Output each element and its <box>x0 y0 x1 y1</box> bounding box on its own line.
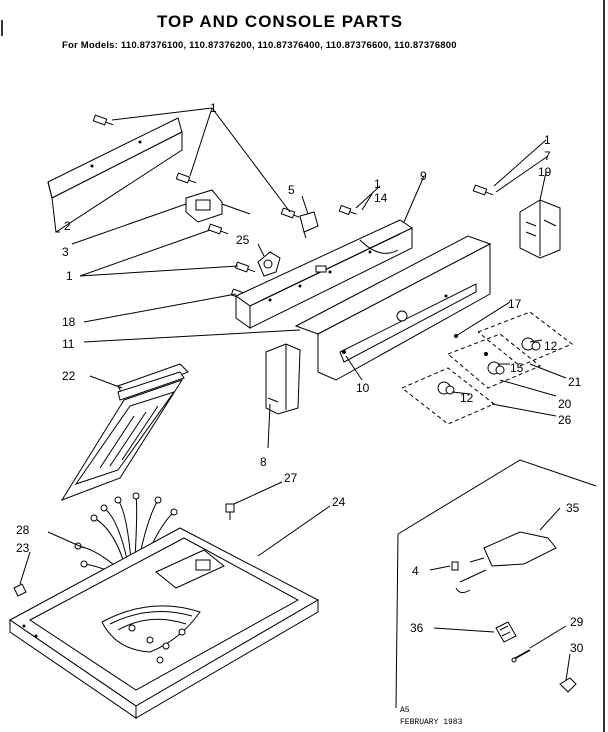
part-terminal-29 <box>511 649 531 663</box>
part-bracket-25 <box>257 251 281 277</box>
callout-labels: 1 1 1 1 2 3 4 5 7 8 9 10 11 12 12 14 15 … <box>16 101 584 655</box>
part-rear-bracket <box>47 117 183 233</box>
callout-28: 28 <box>16 523 30 537</box>
callout-24: 24 <box>332 495 346 509</box>
model-list: For Models: 110.87376100, 110.87376200, … <box>62 40 457 51</box>
callout-20: 20 <box>558 397 572 411</box>
callout-9: 9 <box>420 169 427 183</box>
part-wire-harness <box>74 492 178 579</box>
callout-1: 1 <box>210 101 217 115</box>
leader-lines <box>19 107 571 681</box>
callout-3: 3 <box>62 245 69 259</box>
callout-14: 14 <box>374 191 388 205</box>
callout-30: 30 <box>570 641 584 655</box>
callout-15: 15 <box>510 361 524 375</box>
callout-36: 36 <box>410 621 424 635</box>
callout-4: 4 <box>412 564 419 578</box>
callout-1: 1 <box>66 269 73 283</box>
callout-1: 1 <box>544 133 551 147</box>
callout-12: 12 <box>460 391 474 405</box>
part-switch-35 <box>455 531 557 594</box>
callout-19: 19 <box>538 165 552 179</box>
callout-7: 7 <box>544 149 551 163</box>
part-lint-filter <box>60 363 189 501</box>
inset-box <box>395 459 597 709</box>
part-timer-block <box>185 189 251 223</box>
callout-35: 35 <box>566 501 580 515</box>
callout-21: 21 <box>568 375 582 389</box>
part-screw-4 <box>451 561 459 571</box>
footer-code: A5 <box>400 706 410 715</box>
part-clip-30 <box>559 677 577 693</box>
callout-25: 25 <box>236 233 250 247</box>
part-top-cover <box>9 527 320 719</box>
page-title: TOP AND CONSOLE PARTS <box>156 12 404 31</box>
callout-2: 2 <box>64 219 71 233</box>
callout-12: 12 <box>544 339 558 353</box>
part-end-cap <box>265 343 301 415</box>
callout-1: 1 <box>374 177 381 191</box>
part-clip-23 <box>13 583 27 597</box>
callout-29: 29 <box>570 615 584 629</box>
part-screw-27 <box>225 503 235 520</box>
part-console-channel <box>235 219 414 329</box>
callout-11: 11 <box>62 337 75 351</box>
callout-27: 27 <box>284 471 298 485</box>
part-clip-5 <box>299 211 319 239</box>
callout-17: 17 <box>508 297 522 311</box>
part-console-panel <box>294 235 492 381</box>
footer-date: FEBRUARY 1983 <box>400 718 463 727</box>
part-right-bracket <box>519 199 561 259</box>
callout-8: 8 <box>260 455 267 469</box>
callout-10: 10 <box>356 381 370 395</box>
callout-26: 26 <box>558 413 572 427</box>
callout-22: 22 <box>62 369 76 383</box>
callout-18: 18 <box>62 315 76 329</box>
callout-23: 23 <box>16 541 30 555</box>
callout-5: 5 <box>288 183 295 197</box>
part-connector-36 <box>495 621 517 643</box>
